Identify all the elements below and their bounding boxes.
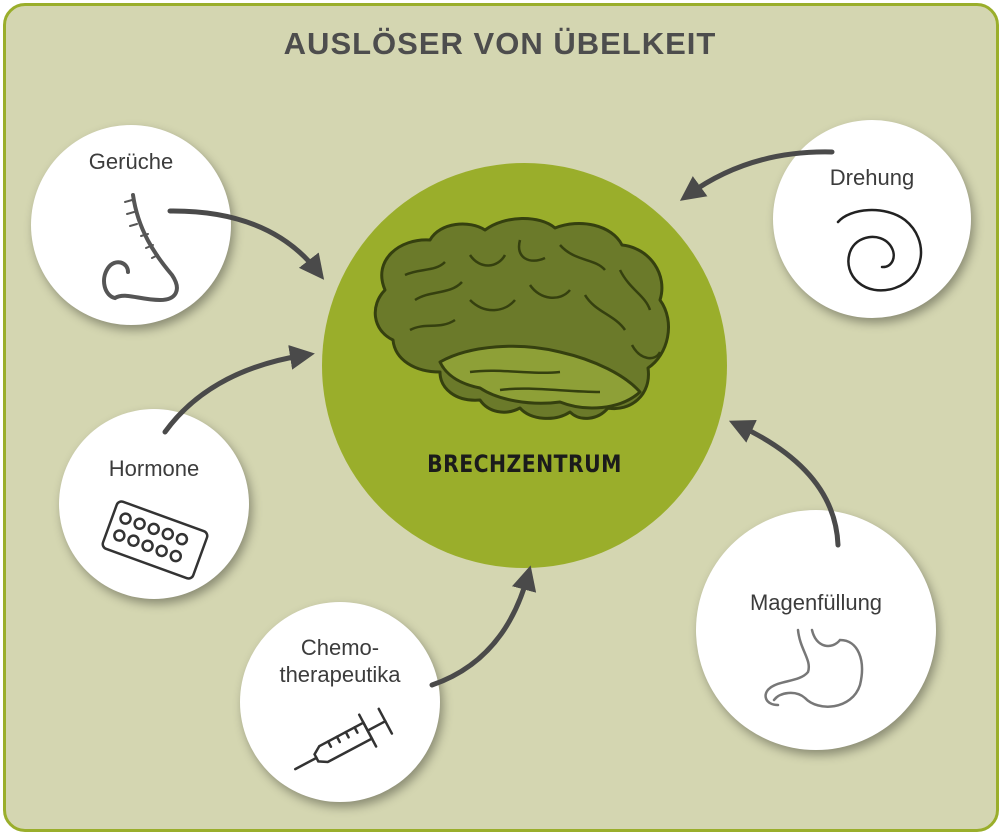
trigger-smells-label: Gerüche (88, 149, 174, 174)
spiral-icon (836, 208, 923, 292)
stomach-icon (764, 628, 864, 708)
arrow-chemotherapy-to-center (429, 565, 537, 688)
syringe-icon (294, 707, 394, 771)
trigger-chemotherapy: Chemo- therapeutika (240, 602, 440, 802)
pill-blister-icon (101, 500, 209, 580)
diagram-title: AUSLÖSER VON ÜBELKEIT (283, 26, 717, 61)
arrow-hormones-to-center (162, 344, 315, 435)
trigger-chemotherapy-label-line2: therapeutika (279, 662, 401, 687)
arrow-rotation-to-center (679, 149, 835, 201)
arrow-smells-to-center (167, 208, 325, 280)
arrow-stomach-to-center (728, 419, 841, 548)
brain-icon (373, 217, 670, 420)
trigger-chemotherapy-label-line1: Chemo- (300, 635, 380, 660)
vomiting-center-label: BRECHZENTRUM (427, 450, 622, 478)
trigger-stomach-filling-label: Magenfüllung (749, 590, 883, 615)
trigger-hormones-label: Hormone (108, 456, 200, 481)
trigger-rotation-label: Drehung (829, 165, 915, 190)
trigger-stomach-filling: Magenfüllung (696, 510, 936, 750)
nose-icon (102, 193, 179, 303)
